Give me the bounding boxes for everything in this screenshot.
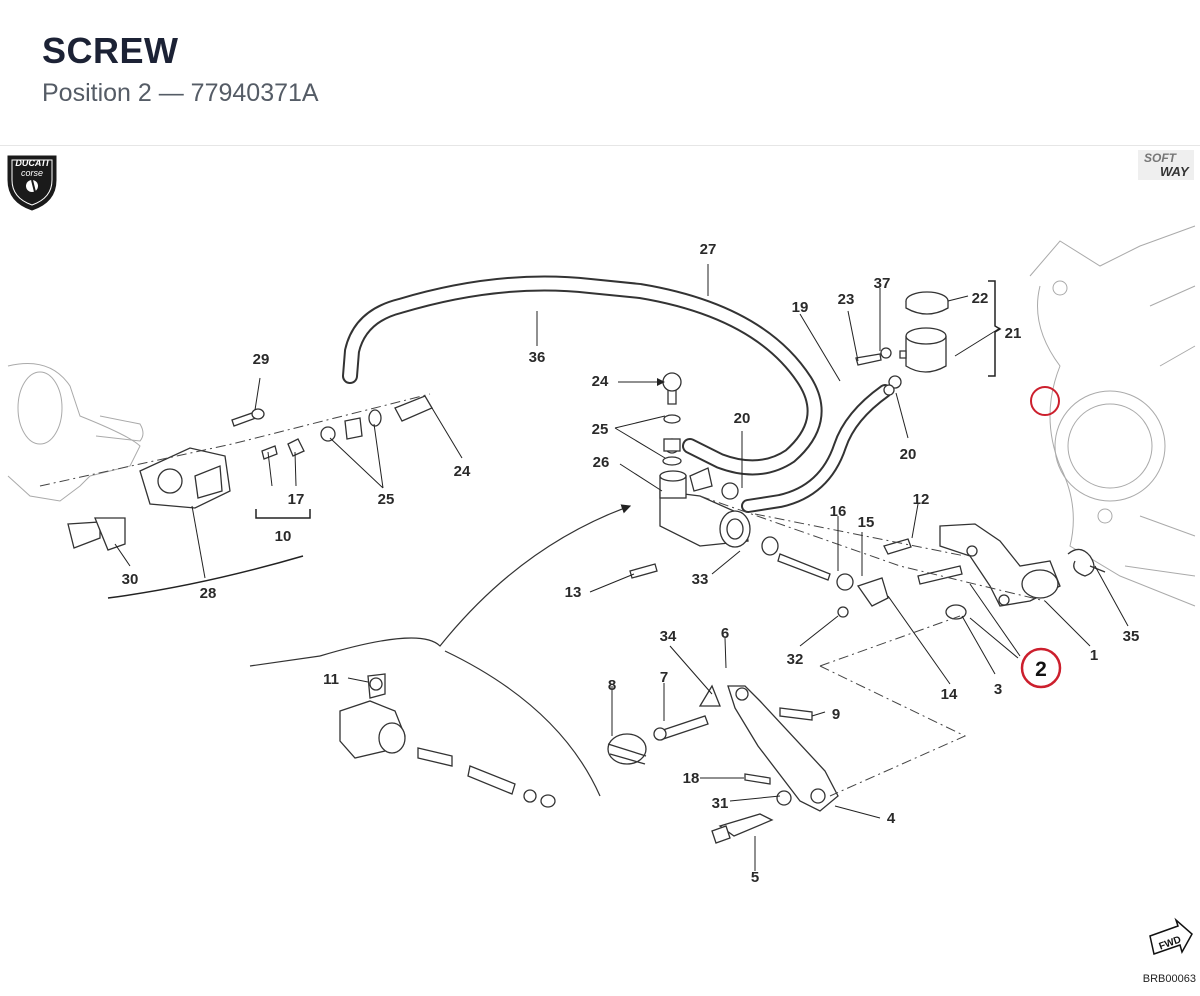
callout-26: 26 [593, 454, 610, 471]
callout-25-left: 25 [378, 491, 395, 508]
softway-logo: SOFT WAY [1138, 150, 1194, 180]
page-title: SCREW [42, 30, 179, 71]
callout-13: 13 [565, 584, 582, 601]
callout-23: 23 [838, 291, 855, 308]
callout-3: 3 [994, 681, 1002, 698]
callout-30: 30 [122, 571, 139, 588]
callout-16: 16 [830, 503, 847, 520]
callout-37: 37 [874, 275, 891, 292]
assembly-centerlines [39, 393, 1046, 797]
clutch-caliper-28 [67, 395, 433, 551]
callout-34: 34 [660, 628, 677, 645]
header: SCREW Position 2 — 77940371A [42, 30, 319, 108]
callout-35: 35 [1123, 628, 1140, 645]
page-subtitle: Position 2 — 77940371A [42, 79, 319, 107]
callout-20-center: 20 [734, 410, 751, 427]
header-divider [0, 145, 1200, 146]
highlight-label: 2 [1035, 658, 1047, 681]
callout-36: 36 [529, 349, 546, 366]
callout-6: 6 [721, 625, 729, 642]
callout-28: 28 [200, 585, 217, 602]
callout-5: 5 [751, 869, 759, 886]
callout-14: 14 [941, 686, 958, 703]
clutch-hose-19 [741, 384, 892, 513]
softway-text-2: WAY [1160, 164, 1190, 179]
guide-arrow [249, 504, 632, 797]
leader-lines [114, 264, 1129, 871]
callout-labels: 27 36 19 37 23 22 21 24 25 26 20 20 16 1… [122, 241, 1140, 886]
group-brackets [107, 280, 1002, 599]
logo-text-top: DUCATI [15, 158, 49, 168]
callout-19: 19 [792, 299, 809, 316]
callout-31: 31 [712, 795, 729, 812]
forward-arrow-icon: FWD [1149, 917, 1193, 955]
ducati-corse-logo: DUCATI corse [7, 155, 57, 211]
gearshift-lever-assembly [917, 523, 1106, 620]
exploded-parts-diagram: DUCATI corse SOFT WAY [0, 146, 1200, 991]
highlight-ring [1020, 647, 1062, 689]
drawing-code: BRB00063 [1142, 973, 1196, 985]
callout-11: 11 [323, 671, 339, 688]
clutch-hose-36 [342, 275, 823, 476]
callout-24-top: 24 [592, 373, 609, 390]
logo-text-bottom: corse [21, 168, 43, 178]
softway-text-1: SOFT [1144, 151, 1178, 165]
callout-8: 8 [608, 677, 616, 694]
callout-24-left: 24 [454, 463, 471, 480]
clutch-slave-cylinder [629, 372, 912, 618]
clutch-master-cylinder-11 [339, 673, 556, 808]
engine-case-outline [1029, 225, 1196, 607]
brake-pedal-assembly [607, 684, 839, 844]
callout-22: 22 [972, 290, 989, 307]
fluid-reservoir [855, 291, 949, 396]
callout-25-top: 25 [592, 421, 609, 438]
callout-21: 21 [1005, 325, 1022, 342]
callout-33: 33 [692, 571, 709, 588]
callout-29: 29 [253, 351, 270, 368]
callout-27: 27 [700, 241, 717, 258]
callout-9: 9 [832, 706, 840, 723]
callout-32: 32 [787, 651, 804, 668]
callout-4: 4 [887, 810, 896, 827]
callout-7: 7 [660, 669, 668, 686]
callout-18: 18 [683, 770, 700, 787]
callout-1: 1 [1090, 647, 1098, 664]
caliper-bracket-outline [7, 363, 144, 502]
highlight-position-2[interactable]: 2 [969, 617, 1062, 689]
callout-20-right: 20 [900, 446, 917, 463]
callout-15: 15 [858, 514, 875, 531]
callout-10: 10 [275, 528, 292, 545]
callout-12: 12 [913, 491, 930, 508]
callout-17: 17 [288, 491, 305, 508]
